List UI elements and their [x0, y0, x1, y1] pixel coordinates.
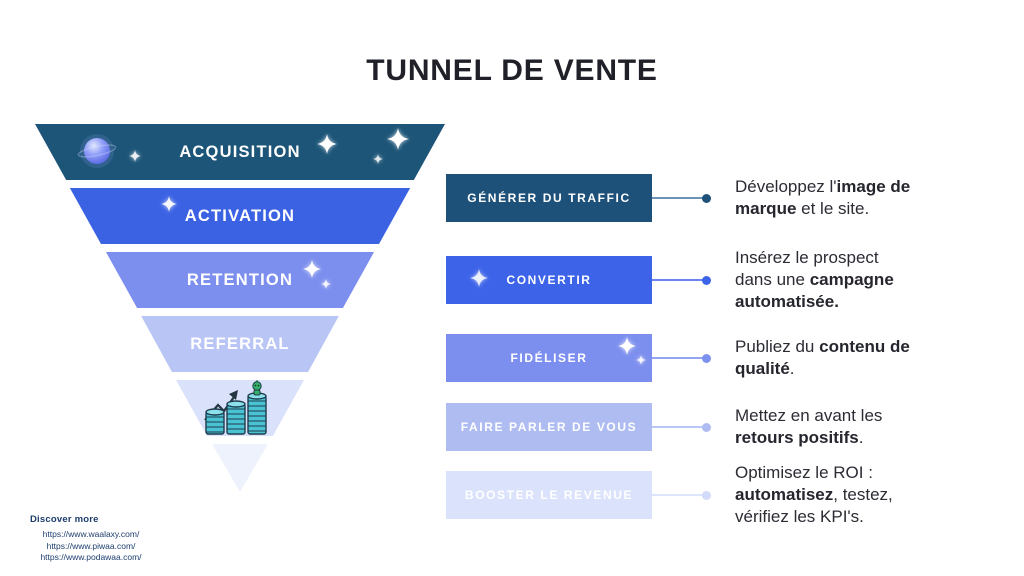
fideliser-button: FIDÉLISER [446, 334, 652, 382]
connector-line [652, 422, 711, 432]
funnel-stage-retention: RETENTION [105, 252, 375, 308]
desc-text: Optimisez le ROI : [735, 463, 873, 482]
generer-du-traffic-button: GÉNÉRER DU TRAFFIC [446, 174, 652, 222]
step-description: Optimisez le ROI : automatisez, testez, … [735, 462, 907, 528]
step-row-convertir: CONVERTIR Insérez le prospect dans une c… [446, 248, 986, 311]
desc-text: Mettez en avant les [735, 406, 883, 425]
desc-text: et le site. [796, 199, 870, 218]
funnel-stage-label: RETENTION [186, 270, 294, 289]
connector-line [652, 490, 711, 500]
sparkle-icon [321, 279, 331, 289]
step-description: Insérez le prospect dans une campagne au… [735, 247, 907, 313]
desc-bold-text: automatisez [735, 485, 834, 504]
funnel-stage-activation: ACTIVATION [69, 188, 411, 244]
sparkle-icon [317, 134, 337, 154]
funnel-stage-label: ACTIVATION [184, 206, 296, 225]
desc-text: . [858, 428, 864, 447]
sparkle-icon [636, 355, 646, 365]
footer-links: https://www.waalaxy.com/ https://www.piw… [15, 529, 167, 564]
desc-text: . [789, 359, 795, 378]
page-title: TUNNEL DE VENTE [366, 54, 658, 87]
step-row-generer-du-traffic: GÉNÉRER DU TRAFFIC Développez l'image de… [446, 174, 986, 222]
button-label: BOOSTER LE REVENUE [464, 488, 634, 502]
sparkle-icon [373, 154, 383, 164]
sparkle-icon [470, 269, 488, 287]
step-description: Publiez du contenu de qualité. [735, 336, 940, 380]
desc-bold-text: retours positifs [735, 428, 859, 447]
button-label: CONVERTIR [506, 273, 592, 287]
sparkle-icon [387, 128, 409, 150]
button-label: FIDÉLISER [510, 351, 588, 365]
desc-bold-text: contenu de qualité [735, 337, 910, 378]
connector-dot [702, 422, 711, 432]
discover-more-label: Discover more [30, 514, 99, 525]
link-podawaa: https://www.podawaa.com/ [40, 552, 142, 562]
faire-parler-de-vous-button: FAIRE PARLER DE VOUS [446, 403, 652, 451]
desc-text: Développez l' [735, 177, 837, 196]
connector-dot [702, 490, 711, 500]
funnel-stage-label: REFERRAL [190, 334, 290, 353]
connector-dot [702, 193, 711, 203]
step-row-booster-le-revenue: BOOSTER LE REVENUE Optimisez le ROI : au… [446, 463, 986, 526]
connector-dot [702, 353, 711, 363]
step-row-faire-parler-de-vous: FAIRE PARLER DE VOUS Mettez en avant les… [446, 403, 986, 451]
desc-bold-text: image de marque [735, 177, 911, 218]
connector-line [652, 353, 711, 363]
convertir-button: CONVERTIR [446, 256, 652, 304]
connector-line [652, 193, 711, 203]
funnel-stage-label: ACQUISITION [179, 142, 301, 161]
desc-text: , testez, vérifiez les KPI's. [735, 485, 893, 526]
link-waalaxy: https://www.waalaxy.com/ [42, 529, 140, 539]
link-piwaa: https://www.piwaa.com/ [46, 540, 136, 551]
coins-growth-icon [204, 380, 267, 435]
sparkle-icon [129, 150, 141, 162]
step-row-fideliser: FIDÉLISER Publiez du contenu de qualité. [446, 334, 986, 382]
desc-text: Publiez du [735, 337, 820, 356]
step-description: Développez l'image de marque et le site. [735, 176, 940, 220]
connector-line [652, 275, 711, 285]
funnel-tip [212, 444, 268, 492]
desc-text: Insérez le prospect dans une [735, 248, 879, 289]
sparkle-icon [161, 196, 177, 212]
sparkle-icon [618, 337, 636, 355]
planet-icon [77, 134, 117, 168]
button-label: GÉNÉRER DU TRAFFIC [467, 191, 631, 205]
button-label: FAIRE PARLER DE VOUS [460, 420, 638, 434]
connector-dot [702, 275, 711, 285]
step-description: Mettez en avant les retours positifs. [735, 405, 940, 449]
alien-icon [252, 380, 262, 396]
desc-bold-text: campagne automatisée. [735, 270, 894, 311]
sales-funnel: ACQUISITION ACTIVATION RETENTION REFERRA… [35, 124, 445, 494]
booster-le-revenue-button: BOOSTER LE REVENUE [446, 471, 652, 519]
funnel-stage-referral: REFERRAL [141, 316, 339, 372]
funnel-stage-revenue [176, 380, 304, 436]
sparkle-icon [303, 260, 321, 278]
funnel-stage-acquisition: ACQUISITION [35, 124, 445, 180]
